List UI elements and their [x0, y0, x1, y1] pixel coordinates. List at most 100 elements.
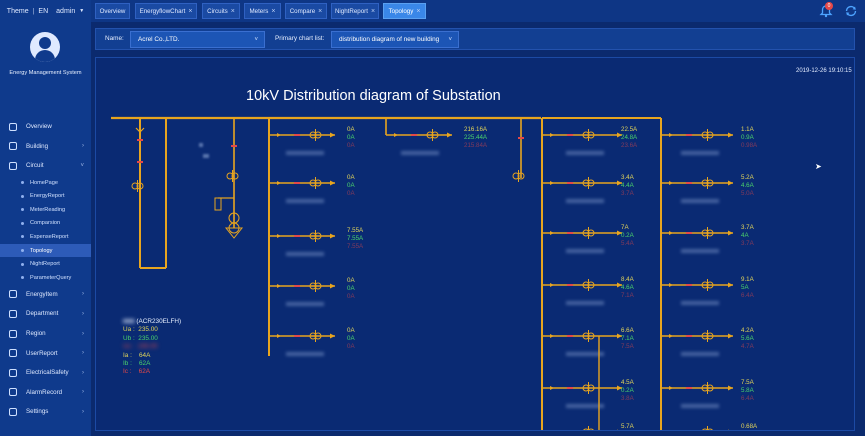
chevron-down-icon: ˅ — [448, 36, 452, 43]
phase-b-current: 0.9A — [741, 134, 755, 141]
tab-topology[interactable]: Topology× — [383, 3, 426, 19]
arrow-icon — [277, 334, 281, 338]
close-icon[interactable]: × — [271, 7, 276, 15]
sidebar-item-label: Overview — [26, 123, 52, 131]
phase-a-current: 7.55A — [347, 227, 364, 234]
notification-badge: 0 — [825, 2, 833, 10]
phase-a-current: 9.1A — [741, 276, 755, 283]
arrow-icon — [728, 333, 733, 339]
submenu-label: Topology — [30, 247, 53, 254]
arrow-icon — [617, 132, 622, 138]
tab-overview[interactable]: Overview — [95, 3, 130, 19]
phase-c-current: 4.7A — [741, 343, 755, 350]
sidebar-item-alarmrecord[interactable]: AlarmRecord › — [0, 383, 91, 403]
sidebar-item-userreport[interactable]: UserReport › — [0, 343, 91, 363]
sidebar-item-energyitem[interactable]: EnergyItem › — [0, 285, 91, 305]
phase-a-current: 0A — [347, 126, 355, 133]
name-select[interactable]: Acrel Co.,LTD. ˅ — [130, 31, 265, 48]
arrow-icon — [277, 133, 281, 137]
submenu-meterreading[interactable]: MeterReading — [0, 203, 91, 217]
uc-label: Uc : — [123, 343, 135, 351]
sidebar-item-overview[interactable]: Overview — [0, 117, 91, 137]
theme-toggle[interactable]: Theme — [6, 7, 29, 15]
submenu-energyreport[interactable]: EnergyReport — [0, 189, 91, 203]
submenu-label: MeterReading — [30, 206, 66, 213]
close-icon[interactable]: × — [188, 7, 193, 15]
chevron-right-icon: › — [82, 143, 84, 150]
user-menu[interactable]: admin — [56, 7, 76, 15]
submenu-homepage[interactable]: HomePage — [0, 176, 91, 190]
bullet-icon — [21, 208, 24, 212]
tab-energyflowchart[interactable]: EnergyflowChart× — [135, 3, 197, 19]
circuit-icon — [9, 161, 17, 170]
tab-meters[interactable]: Meters× — [244, 3, 281, 19]
phase-c-current: 7.5A — [621, 343, 635, 350]
chart-list-select[interactable]: distribution diagram of new building ˅ — [331, 31, 459, 48]
ub-label: Ub : — [123, 334, 135, 342]
bullet-icon — [21, 276, 24, 280]
side-menu: Overview Building › Circuit ˅ HomePage E… — [0, 117, 91, 422]
sidebar-item-region[interactable]: Region › — [0, 324, 91, 344]
close-icon[interactable]: × — [416, 7, 421, 15]
monitor-icon — [9, 122, 17, 131]
sidebar-item-building[interactable]: Building › — [0, 137, 91, 157]
phase-b-current: 0A — [347, 182, 355, 189]
ua-value: 235.00 — [138, 326, 158, 334]
close-icon[interactable]: × — [230, 7, 235, 15]
ua-label: Ua : — [123, 326, 135, 334]
feeder-name-label — [566, 151, 604, 155]
chevron-right-icon: › — [82, 330, 84, 337]
phase-b-current: 7.1A — [621, 335, 635, 342]
phase-b-current: 5.8A — [741, 387, 755, 394]
feeder-name-label — [566, 352, 604, 356]
tab-nightreport[interactable]: NightReport× — [331, 3, 379, 19]
uc-value: 235.00 — [137, 343, 158, 351]
chevron-down-icon: ˅ — [254, 36, 258, 43]
close-icon[interactable]: × — [318, 7, 323, 15]
phase-c-current: 5.0A — [741, 190, 755, 197]
phase-c-current: 3.8A — [621, 395, 635, 402]
sidebar: Theme | EN admin ▼ Energy Management Sys… — [0, 0, 91, 436]
ct-symbol — [707, 428, 713, 430]
topology-panel: 2019-12-26 19:10:15 10kV Distribution di… — [95, 57, 855, 431]
language-toggle[interactable]: EN — [38, 7, 49, 15]
tab-circuits[interactable]: Circuits× — [202, 3, 240, 19]
ia-value: 64A — [139, 351, 151, 359]
sidebar-item-label: ElectricalSafety — [26, 369, 69, 377]
submenu-topology[interactable]: Topology — [0, 243, 91, 258]
submenu-parameterquery[interactable]: ParameterQuery — [0, 271, 91, 285]
filter-bar: Name: Acrel Co.,LTD. ˅ Primary chart lis… — [95, 28, 855, 50]
chevron-down-icon[interactable]: ▼ — [79, 8, 85, 14]
submenu-expensereport[interactable]: ExpenseReport — [0, 230, 91, 244]
arrow-icon — [669, 133, 673, 137]
avatar[interactable] — [30, 32, 60, 62]
sidebar-item-settings[interactable]: Settings › — [0, 402, 91, 422]
pt-symbol — [224, 227, 244, 239]
feeder-name-label — [681, 404, 719, 408]
sidebar-item-department[interactable]: Department › — [0, 304, 91, 324]
ia-label: Ia : — [123, 351, 132, 359]
phase-b-current: 0.2A — [621, 232, 635, 239]
refresh-icon[interactable] — [844, 4, 858, 18]
sidebar-item-electricalsafety[interactable]: ElectricalSafety › — [0, 363, 91, 383]
submenu-comparsion[interactable]: Comparsion — [0, 217, 91, 231]
feeder-name-label — [203, 154, 209, 158]
phase-c-current: 0A — [347, 343, 355, 350]
feeder-name-label — [566, 404, 604, 408]
arrow-icon — [728, 180, 733, 186]
phase-c-current: 7.1A — [621, 292, 635, 299]
sidebar-item-circuit[interactable]: Circuit ˅ — [0, 156, 91, 176]
fuse-symbol — [214, 197, 222, 211]
phase-a-current: 7A — [621, 224, 629, 231]
tab-compare[interactable]: Compare× — [285, 3, 327, 19]
arrow-icon — [330, 180, 335, 186]
arrow-icon — [617, 333, 622, 339]
submenu-label: NightReport — [30, 261, 60, 268]
phase-a-current: 0A — [347, 277, 355, 284]
phase-c-current: 6.4A — [741, 395, 755, 402]
close-icon[interactable]: × — [370, 7, 376, 15]
phase-c-current: 3.7A — [741, 240, 755, 247]
phase-c-current: 0A — [347, 293, 355, 300]
submenu-nightreport[interactable]: NightReport — [0, 257, 91, 271]
arrow-icon — [330, 132, 335, 138]
